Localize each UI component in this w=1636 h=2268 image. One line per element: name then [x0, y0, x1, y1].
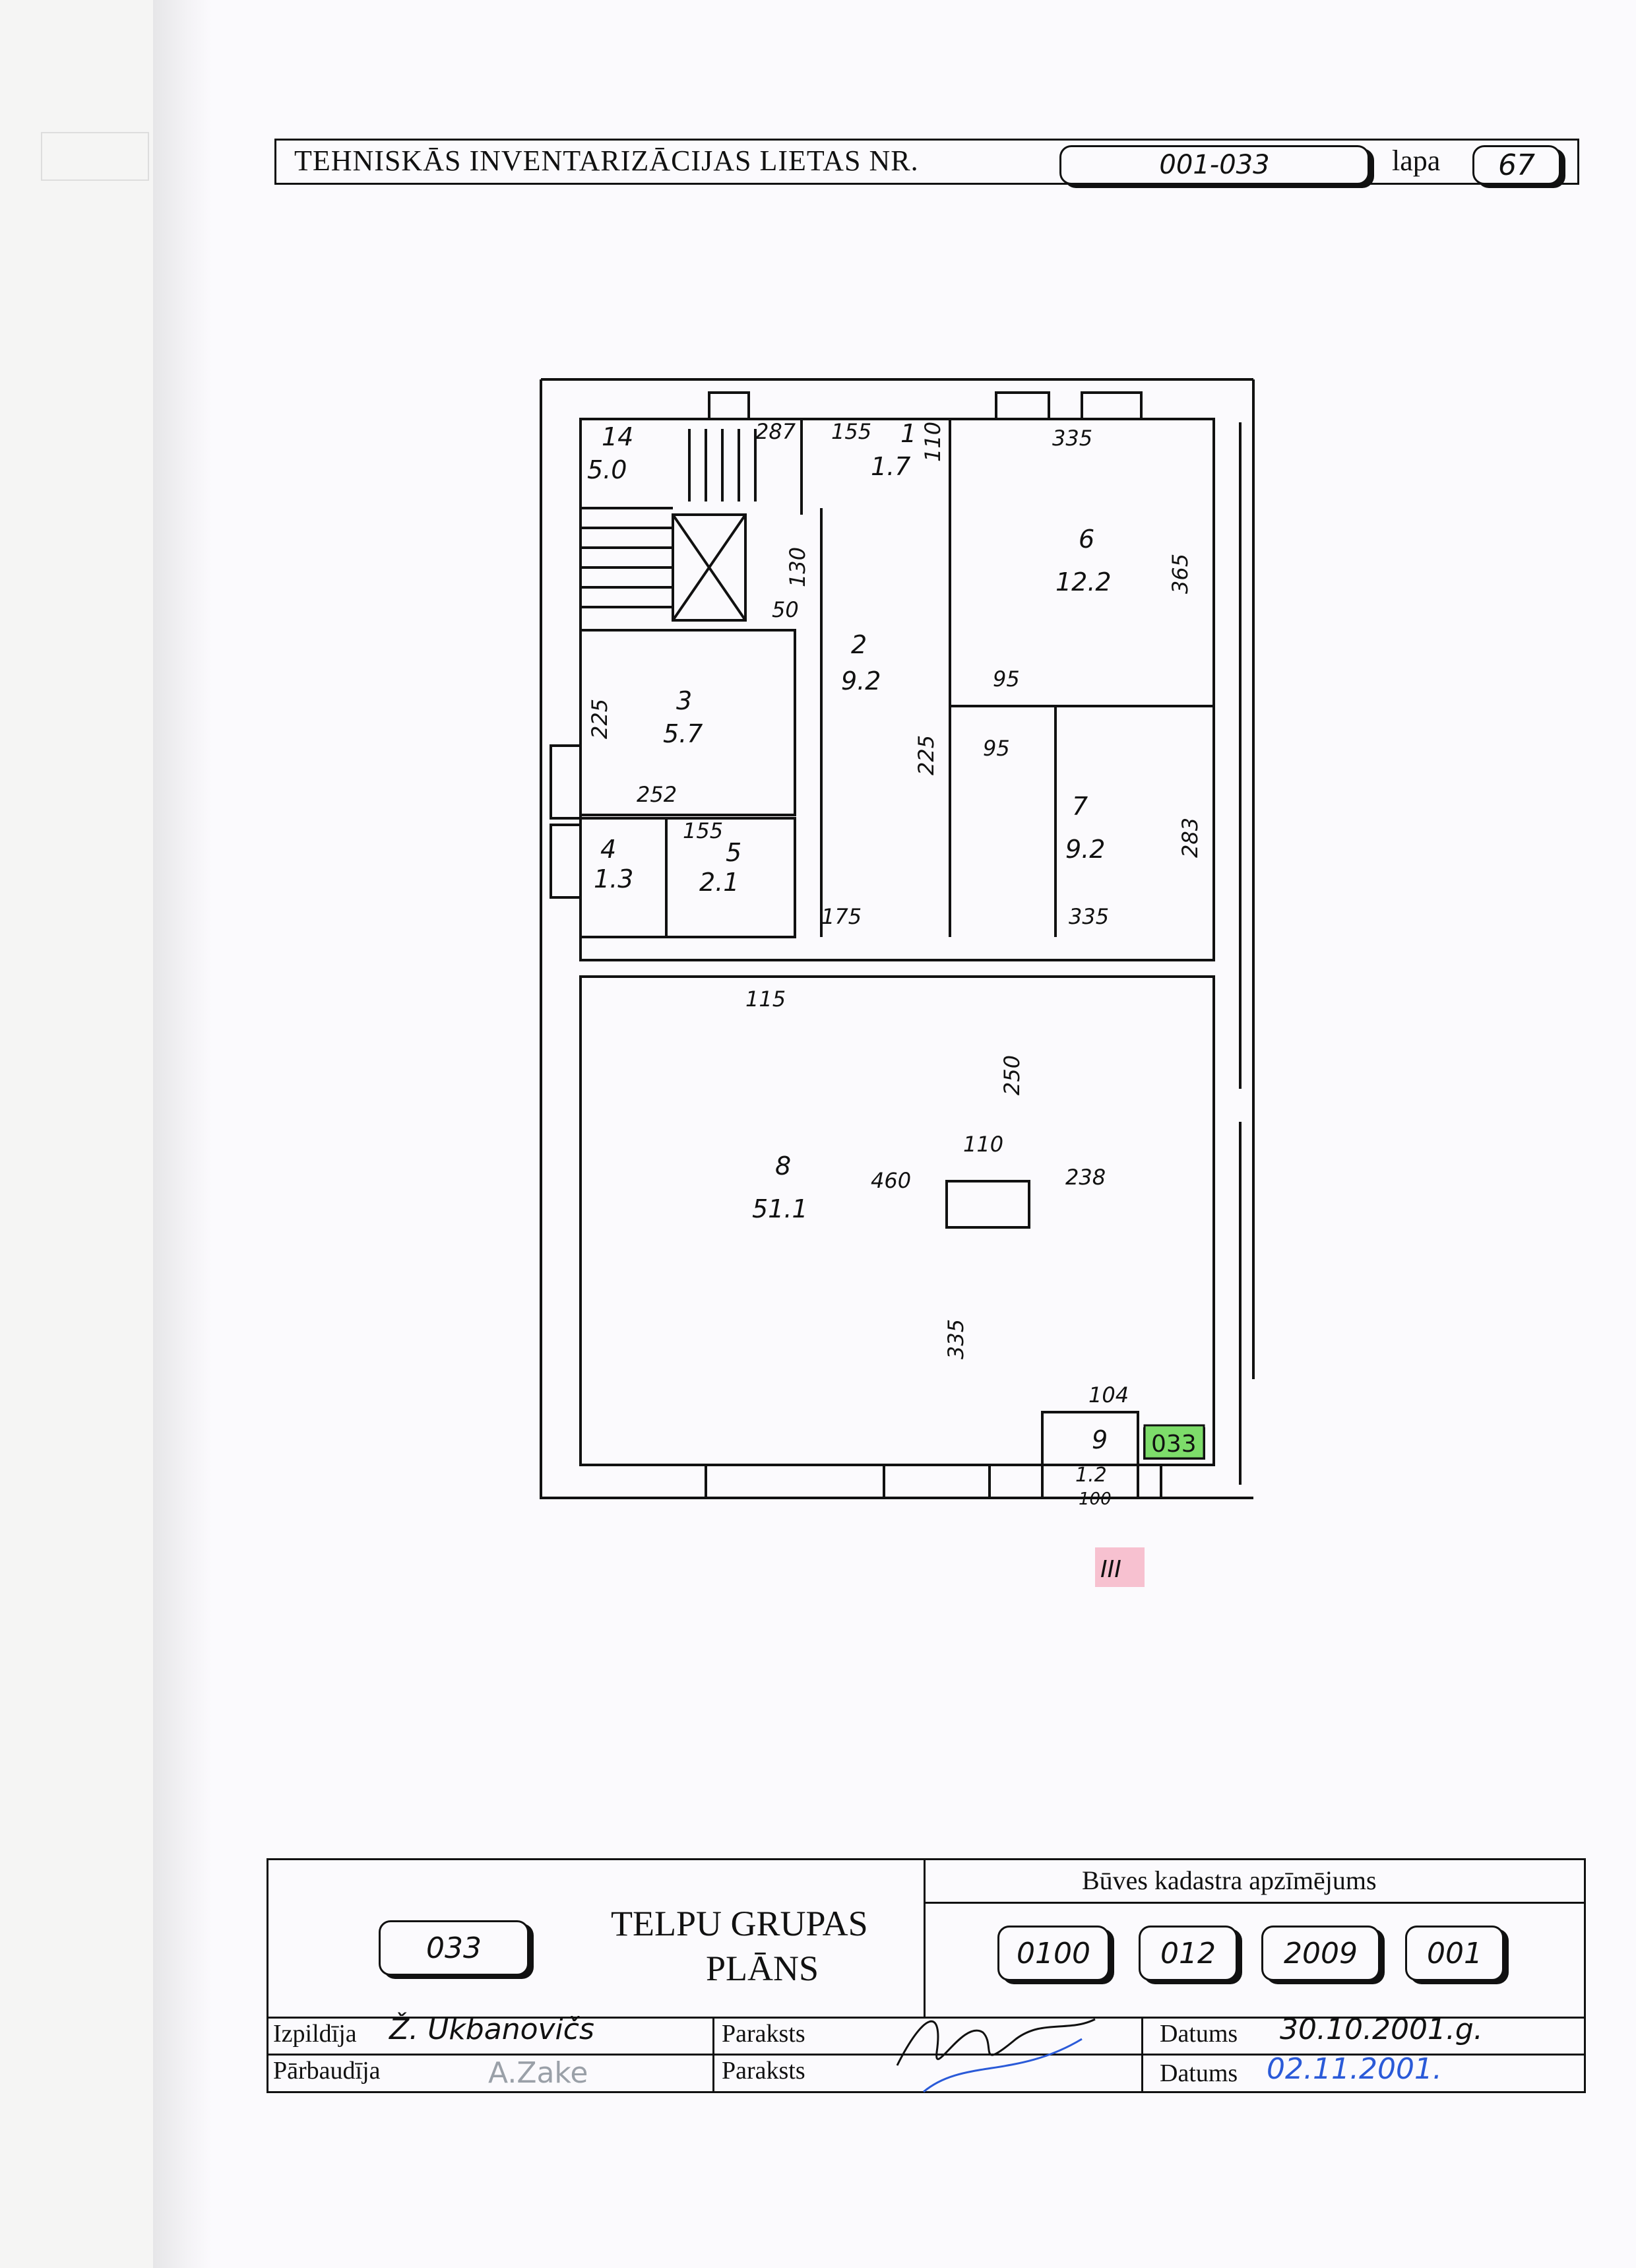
cadastre-field-3: 2009	[1261, 1926, 1380, 1981]
dim: 95	[983, 736, 1010, 761]
dim: 250	[999, 1055, 1024, 1095]
cadastre-field-4: 001	[1405, 1926, 1504, 1981]
rule	[1141, 2017, 1143, 2093]
dim: 365	[1168, 554, 1193, 594]
cadastre-label: Būves kadastra apzīmējums	[1082, 1865, 1377, 1895]
room-6-no: 6	[1079, 525, 1094, 554]
room-14-area: 5.0	[587, 455, 627, 484]
date-label-1: Datums	[1160, 2020, 1238, 2048]
plan-walls	[540, 378, 1255, 1499]
room-8-area: 51.1	[752, 1194, 808, 1223]
dim: 95	[993, 666, 1020, 692]
dim: 175	[821, 904, 862, 929]
dim: 283	[1178, 818, 1203, 858]
group-stamp: 033	[1151, 1431, 1197, 1458]
signature-label-2: Paraksts	[722, 2057, 805, 2085]
dim: 155	[683, 818, 723, 843]
group-stamp-box	[1143, 1424, 1205, 1460]
dim: 104	[1088, 1382, 1129, 1408]
dim: 335	[1052, 426, 1092, 451]
plan-labels: 14 5.0 1 1.7 6 12.2 2 9.2 3 5.7 7 9.2 4 …	[587, 419, 1203, 1509]
group-number-field: 033	[379, 1920, 529, 1976]
room-9-area: 1.2	[1075, 1464, 1107, 1487]
dim: 50	[772, 597, 799, 622]
room-9-no: 9	[1092, 1425, 1108, 1454]
room-7-no: 7	[1072, 792, 1088, 821]
rule	[267, 2054, 1586, 2056]
room-1-no: 1	[900, 419, 916, 448]
binder-left-page	[0, 0, 153, 2268]
dim: 115	[745, 987, 786, 1012]
binder-strip	[41, 132, 149, 181]
room-5-no: 5	[726, 838, 741, 867]
dim: 225	[914, 735, 939, 775]
rule	[924, 1858, 926, 2017]
dim: 110	[920, 422, 945, 462]
room-3-area: 5.7	[663, 719, 703, 748]
dim: 100	[1079, 1489, 1112, 1509]
cadastre-field-1: 0100	[997, 1926, 1110, 1981]
room-6-area: 12.2	[1055, 567, 1112, 597]
room-3-no: 3	[676, 686, 692, 715]
binder-shadow	[153, 0, 212, 2268]
header-title: TEHNISKĀS INVENTARIZĀCIJAS LIETAS NR.	[294, 145, 919, 177]
dim: 225	[587, 699, 612, 739]
dim: 460	[871, 1168, 911, 1193]
dim: 238	[1065, 1165, 1106, 1190]
room-1-area: 1.7	[871, 452, 910, 481]
room-5-area: 2.1	[699, 868, 739, 897]
case-number-field: 001-033	[1059, 145, 1369, 185]
dim: 252	[637, 782, 677, 807]
page-number-field: 67	[1472, 145, 1561, 185]
signature-label-1: Paraksts	[722, 2020, 805, 2048]
rule	[712, 2017, 714, 2093]
checked-by: A.Zake	[488, 2056, 588, 2090]
checked-label: Pārbaudīja	[273, 2057, 381, 2085]
room-4-area: 1.3	[594, 864, 633, 893]
rule	[924, 1902, 1586, 1904]
cadastre-field-2: 012	[1139, 1926, 1238, 1981]
dim: 110	[963, 1132, 1003, 1157]
plan-title-line2: PLĀNS	[706, 1949, 819, 1988]
performed-by: Ž. Ukbanovičs	[389, 2013, 594, 2046]
dim: 335	[1069, 904, 1109, 929]
footer-table	[267, 1858, 1586, 2093]
room-8-no: 8	[775, 1151, 791, 1181]
room-2-area: 9.2	[841, 666, 881, 696]
level-marker: III	[1100, 1556, 1121, 1583]
level-stamp-bg	[1095, 1547, 1145, 1587]
room-7-area: 9.2	[1065, 835, 1105, 864]
rule	[267, 2017, 1586, 2019]
plan-title-line1: TELPU GRUPAS	[611, 1904, 868, 1943]
room-14-no: 14	[602, 422, 633, 451]
dim: 155	[831, 419, 871, 444]
room-2-no: 2	[851, 630, 867, 659]
dim: 287	[755, 419, 796, 444]
signature-scribble	[896, 2018, 1096, 2093]
page-label: lapa	[1392, 145, 1441, 177]
date-1: 30.10.2001.g.	[1280, 2013, 1483, 2046]
header-frame	[274, 139, 1579, 185]
date-2: 02.11.2001.	[1267, 2052, 1442, 2086]
room-4-no: 4	[600, 835, 616, 864]
date-label-2: Datums	[1160, 2059, 1238, 2087]
performed-label: Izpildīja	[273, 2020, 357, 2048]
dim: 130	[785, 547, 810, 587]
dim: 335	[943, 1319, 968, 1359]
